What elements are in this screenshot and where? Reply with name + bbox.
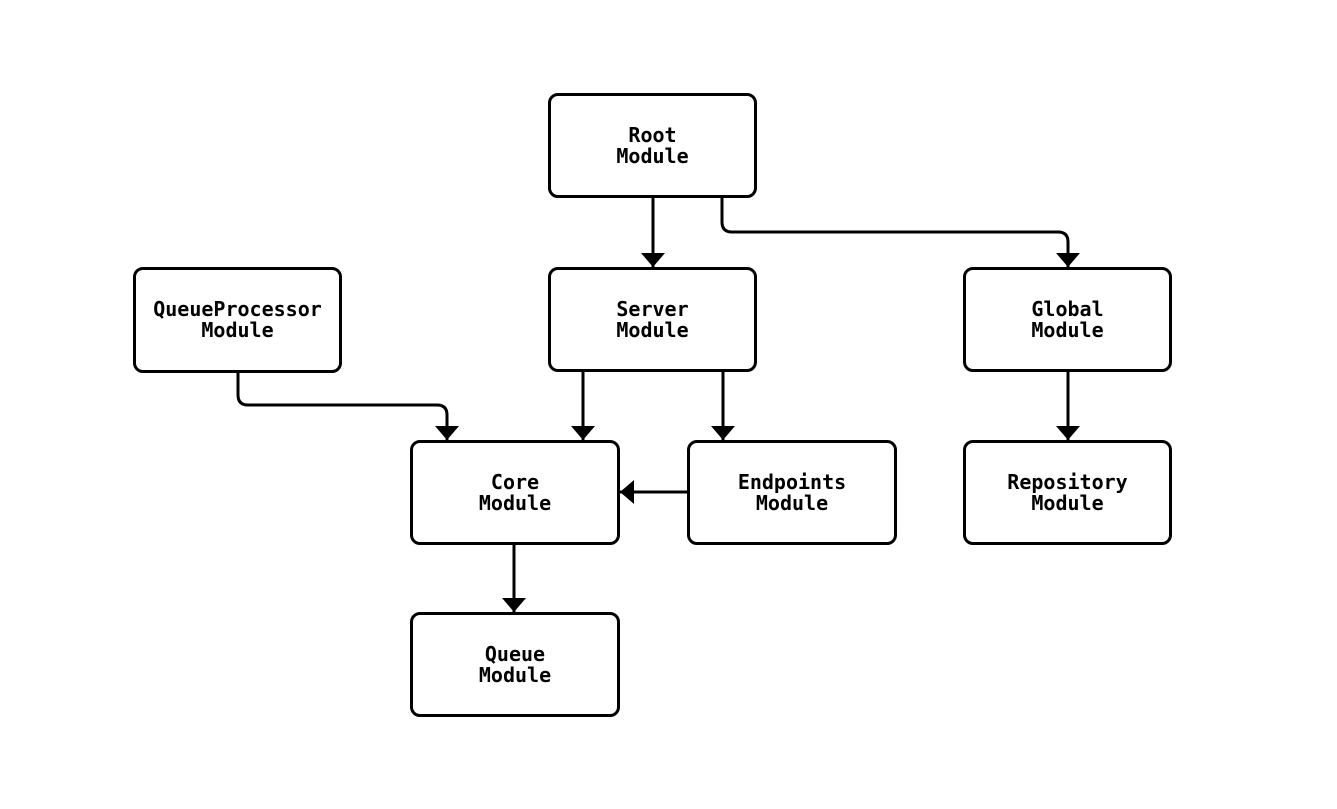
node-queue-label-line: Module — [478, 662, 552, 687]
node-core-label-line: Module — [478, 490, 552, 515]
node-global-label-line: Global — [1031, 296, 1104, 321]
node-root-label-line: Root — [628, 122, 677, 147]
node-core-label-line: Core — [490, 469, 540, 494]
edge-root-to-global — [720, 198, 1080, 267]
node-global-label-line: Module — [1031, 317, 1104, 342]
node-repository-label-line: Module — [1031, 490, 1104, 515]
node-server-label-line: Server — [616, 296, 689, 321]
node-root-label-line: Module — [616, 143, 689, 168]
node-server-label-line: Module — [616, 317, 689, 342]
node-queueprocessor-label-line: QueueProcessor — [153, 297, 322, 321]
node-repository-label-line: Repository — [1007, 469, 1128, 494]
node-endpoints-label-line: Module — [755, 490, 829, 515]
node-queueprocessor-label-line: Module — [201, 318, 274, 342]
edge-group — [236, 198, 1080, 612]
edge-queueprocessor-to-core — [236, 373, 459, 440]
node-endpoints-label-line: Endpoints — [737, 469, 847, 494]
node-queue-label-line: Queue — [484, 641, 546, 666]
